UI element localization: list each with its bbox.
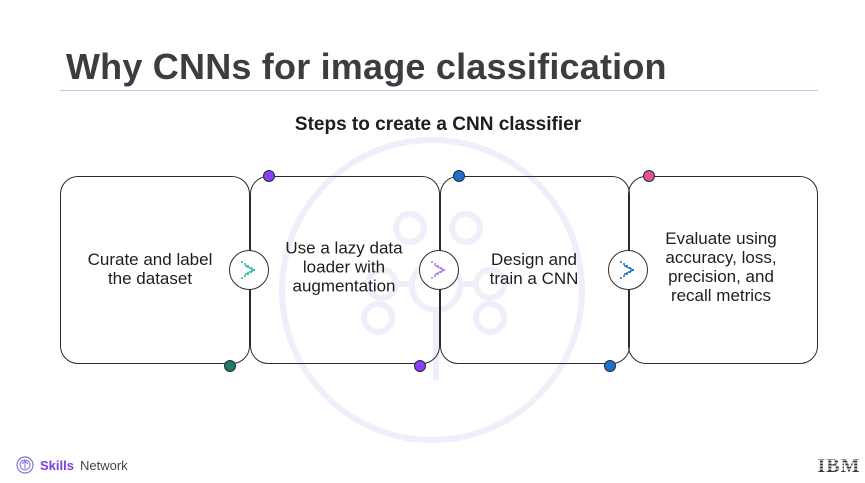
chevron-dot — [623, 263, 625, 265]
step-1-dot — [224, 360, 236, 372]
chevron-dot — [629, 267, 631, 269]
chevron-dot — [626, 272, 628, 274]
step-2-text: Use a lazy data loader with augmentation — [285, 238, 403, 296]
chevron-dot — [247, 265, 249, 267]
chevron-dot — [439, 271, 441, 273]
skills-network-logo-icon — [16, 456, 34, 474]
chevron-dot — [626, 273, 628, 275]
chevron-dot — [247, 273, 249, 275]
brand-network-label: Network — [79, 457, 128, 473]
chevron-dot — [431, 277, 433, 279]
chevron-dot — [626, 265, 628, 267]
ibm-logo: IBM — [817, 455, 861, 475]
chevron-right-icon — [620, 261, 634, 279]
chevron-dot — [437, 273, 439, 275]
chevron-dot — [441, 270, 443, 272]
chevron-dot — [241, 277, 243, 279]
brand-skills-label: Skills — [40, 457, 74, 473]
chevron-dot — [437, 265, 439, 267]
chevron-dot — [439, 267, 441, 269]
title-divider — [60, 90, 818, 91]
chevron-dot — [251, 268, 253, 270]
chevron-dot — [434, 263, 436, 265]
skills-network-brand: Skills Network — [16, 456, 128, 474]
chevron-right-icon — [431, 261, 445, 279]
chevron-dot — [431, 261, 433, 263]
chevron-dot — [620, 277, 622, 279]
chevron-dot — [249, 271, 251, 273]
page-title: Why CNNs for image classification — [66, 46, 667, 87]
step-3-dot-top — [453, 170, 465, 182]
step-4-text: Evaluate using accuracy, loss, precision… — [665, 229, 777, 305]
chevron-dot — [241, 261, 243, 263]
chevron-dot — [624, 265, 626, 267]
connector-1 — [229, 250, 269, 290]
chevron-dot — [440, 271, 442, 273]
chevron-dot — [244, 275, 246, 277]
step-3-dot-bottom — [604, 360, 616, 372]
chevron-dot — [244, 263, 246, 265]
chevron-dot — [437, 272, 439, 274]
chevron-dot — [437, 266, 439, 268]
step-2-dot-bottom — [414, 360, 426, 372]
chevron-dot — [629, 271, 631, 273]
chevron-dot — [245, 273, 247, 275]
chevron-dot — [626, 266, 628, 268]
step-2-dot-top — [263, 170, 275, 182]
step-1-text: Curate and label the dataset — [87, 250, 213, 288]
chevron-dot — [632, 269, 634, 271]
step-3-text: Design and train a CNN — [489, 250, 579, 288]
chevron-dot — [624, 273, 626, 275]
chevron-dot — [630, 270, 632, 272]
connector-2 — [419, 250, 459, 290]
chevron-dot — [245, 265, 247, 267]
chevron-dot — [249, 267, 251, 269]
chevron-right-icon — [241, 261, 255, 279]
chevron-dot — [435, 273, 437, 275]
chevron-dot — [440, 267, 442, 269]
step-4-dot — [643, 170, 655, 182]
chevron-dot — [435, 265, 437, 267]
chevron-dot — [434, 275, 436, 277]
chevron-dot — [441, 268, 443, 270]
chevron-dot — [250, 267, 252, 269]
chevron-dot — [250, 271, 252, 273]
chevron-dot — [620, 261, 622, 263]
chevron-dot — [630, 268, 632, 270]
chevron-dot — [253, 269, 255, 271]
connector-3 — [608, 250, 648, 290]
chevron-dot — [623, 275, 625, 277]
ibm-logo-text: IBM — [818, 455, 861, 475]
chevron-dot — [628, 271, 630, 273]
chevron-dot — [443, 269, 445, 271]
chevron-dot — [247, 266, 249, 268]
chevron-dot — [247, 272, 249, 274]
diagram-subtitle: Steps to create a CNN classifier — [294, 114, 582, 135]
chevron-dot — [628, 267, 630, 269]
chevron-dot — [251, 270, 253, 272]
